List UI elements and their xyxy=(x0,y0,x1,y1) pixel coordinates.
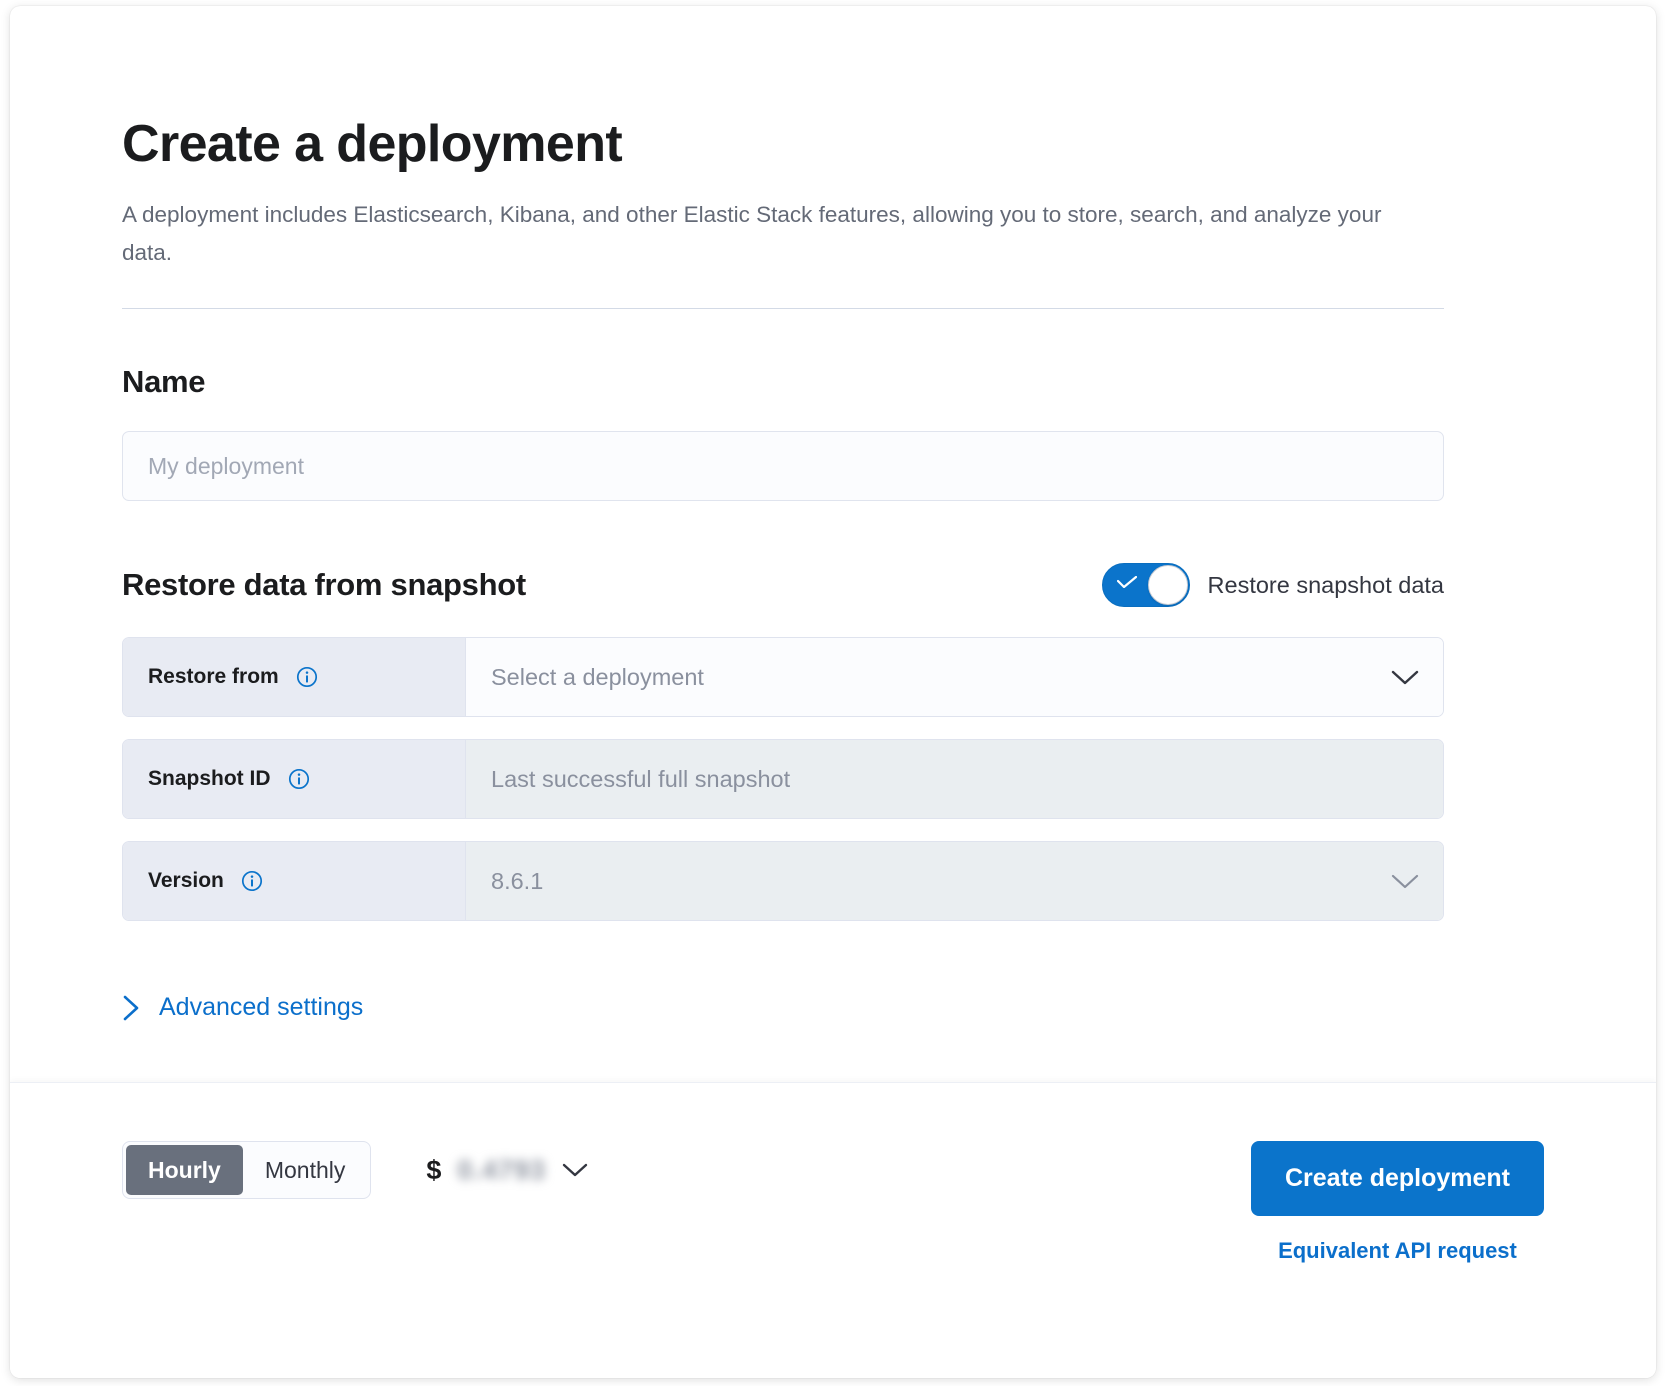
create-deployment-button[interactable]: Create deployment xyxy=(1250,1141,1544,1216)
advanced-settings-label: Advanced settings xyxy=(159,993,364,1021)
header-divider xyxy=(122,308,1444,309)
footer-right: Create deployment Equivalent API request xyxy=(1250,1141,1544,1264)
restore-snapshot-switch[interactable] xyxy=(1101,563,1190,607)
advanced-settings-toggle[interactable]: Advanced settings xyxy=(122,993,363,1022)
restore-from-label: Restore from xyxy=(148,665,279,688)
page-description: A deployment includes Elasticsearch, Kib… xyxy=(122,202,1382,265)
restore-snapshot-toggle-group[interactable]: Restore snapshot data xyxy=(1101,563,1444,607)
info-circle-icon[interactable] xyxy=(241,870,263,892)
name-heading: Name xyxy=(122,364,206,399)
equivalent-api-request-link[interactable]: Equivalent API request xyxy=(1278,1238,1517,1263)
currency-symbol: $ xyxy=(426,1154,442,1185)
restore-heading: Restore data from snapshot xyxy=(122,567,526,602)
snapshot-id-label: Snapshot ID xyxy=(148,767,271,790)
switch-knob xyxy=(1147,565,1188,605)
chevron-down-icon xyxy=(1391,874,1419,888)
chevron-down-icon xyxy=(1391,670,1419,684)
info-circle-icon[interactable] xyxy=(296,666,318,688)
billing-period-toggle[interactable]: Hourly Monthly xyxy=(122,1141,372,1199)
deployment-name-placeholder: My deployment xyxy=(148,452,304,479)
page-title: Create a deployment xyxy=(122,115,623,173)
version-select[interactable]: 8.6.1 xyxy=(466,842,1443,920)
footer-left: Hourly Monthly $ 0.4793 xyxy=(122,1141,588,1199)
version-label: Version xyxy=(148,869,224,892)
card-body: Create a deployment A deployment include… xyxy=(10,6,1656,1082)
footer-bar: Hourly Monthly $ 0.4793 Create deploymen… xyxy=(10,1082,1656,1378)
chevron-down-icon[interactable] xyxy=(562,1162,588,1178)
chevron-right-icon xyxy=(123,995,139,1020)
restore-from-row: Restore from Select a deployment xyxy=(122,637,1444,717)
create-deployment-card: Create a deployment A deployment include… xyxy=(10,6,1656,1378)
snapshot-id-value: Last successful full snapshot xyxy=(491,765,791,792)
restore-snapshot-label: Restore snapshot data xyxy=(1207,571,1444,598)
version-value: 8.6.1 xyxy=(491,867,544,894)
snapshot-id-row: Snapshot ID Last successful full snapsho… xyxy=(122,739,1444,819)
billing-option-monthly[interactable]: Monthly xyxy=(264,1156,346,1183)
billing-option-hourly[interactable]: Hourly xyxy=(126,1145,243,1195)
snapshot-id-input[interactable]: Last successful full snapshot xyxy=(466,740,1443,818)
snapshot-id-label-group: Snapshot ID xyxy=(123,740,466,818)
version-row: Version 8.6.1 xyxy=(122,841,1444,921)
check-icon xyxy=(1116,576,1137,588)
deployment-name-input[interactable]: My deployment xyxy=(122,431,1444,501)
price-amount: 0.4793 xyxy=(457,1154,547,1185)
version-label-group: Version xyxy=(123,842,466,920)
restore-from-select[interactable]: Select a deployment xyxy=(466,638,1443,716)
restore-from-value: Select a deployment xyxy=(491,663,704,690)
name-section: Name My deployment xyxy=(122,363,1452,501)
info-circle-icon[interactable] xyxy=(288,768,310,790)
restore-from-label-group: Restore from xyxy=(123,638,466,716)
price-display[interactable]: $ 0.4793 xyxy=(426,1155,588,1186)
restore-section-header: Restore data from snapshot Restore snaps… xyxy=(122,563,1444,607)
